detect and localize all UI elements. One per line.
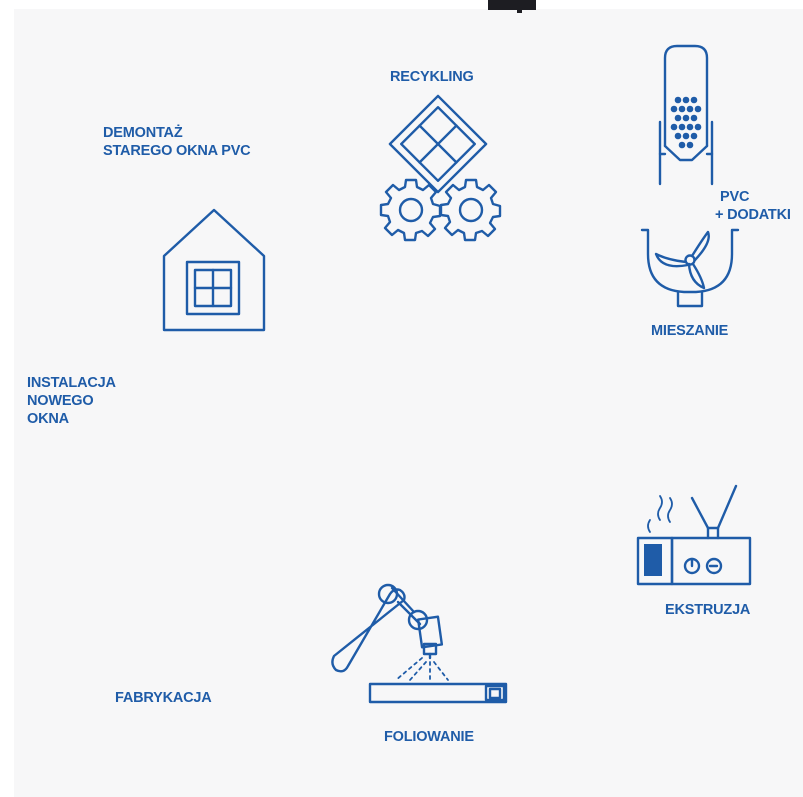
top-edge-tab-stem [517,9,522,13]
label-fabrykacja: FABRYKACJA [115,689,212,707]
mixer-tank-icon [640,228,740,308]
label-pvc-line-2: + DODATKI [715,207,791,223]
label-pvc-line-1: PVC [720,189,750,205]
label-recykling-text: RECYKLING [390,69,474,85]
window-and-gears-icon [379,94,502,242]
label-demontaz-line-2: STAREGO OKNA PVC [103,143,251,159]
extruder-machine-icon [636,484,752,586]
top-edge-tab [488,0,536,10]
label-instalacja-line-1: INSTALACJA [27,375,116,391]
label-fabrykacja-text: FABRYKACJA [115,690,212,706]
label-ekstruzja-text: EKSTRUZJA [665,602,751,618]
label-mieszanie: MIESZANIE [651,322,728,340]
label-recykling: RECYKLING [390,68,474,86]
label-foliowanie-text: FOLIOWANIE [384,729,474,745]
label-dodatki: + DODATKI [715,206,791,224]
label-instalacja-line-2: NOWEGO [27,393,94,409]
label-demontaz-line-1: DEMONTAŻ [103,125,183,141]
pvc-silo-icon [658,44,714,186]
label-mieszanie-text: MIESZANIE [651,323,729,339]
label-foliowanie: FOLIOWANIE [384,728,474,746]
robotic-spray-arm-icon [331,583,508,704]
label-pvc: PVC [720,188,749,206]
label-instalacja-line-3: OKNA [27,411,69,427]
diagram-panel [14,9,803,797]
house-with-window-icon [162,208,266,332]
label-ekstruzja: EKSTRUZJA [665,601,750,619]
label-instalacja: INSTALACJA NOWEGO OKNA [27,374,116,428]
label-demontaz: DEMONTAŻ STAREGO OKNA PVC [103,124,251,160]
